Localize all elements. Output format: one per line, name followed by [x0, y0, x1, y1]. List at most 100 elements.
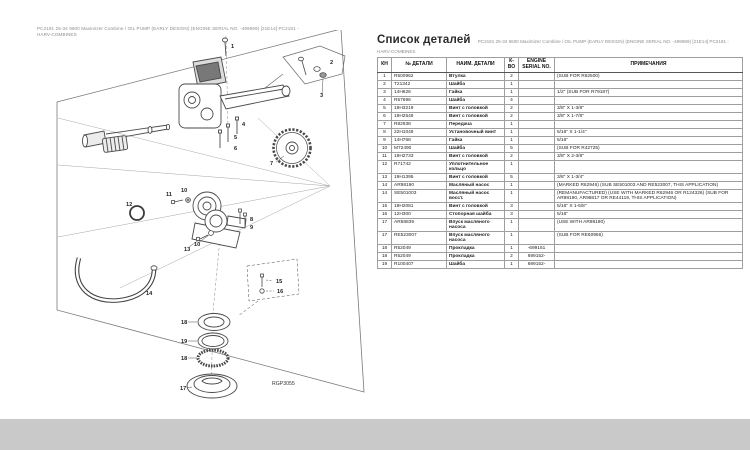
cell-notes: (SUB FOR RE60956): [554, 230, 743, 245]
left-page-header: PC2181 25-34 9600 Maximizer Combine / OI…: [37, 26, 367, 38]
cell-kn: 16: [377, 209, 392, 219]
cell-serial: [518, 201, 555, 211]
parts-list-title: Список деталей: [377, 34, 471, 46]
cell-serial: [518, 188, 555, 203]
callout-8: 8: [250, 217, 253, 223]
callout-18: 18: [181, 356, 187, 362]
cell-name: Винт с головкой: [446, 201, 505, 211]
cell-notes: (SUB FOR R62500): [554, 71, 743, 81]
cell-notes: [554, 79, 743, 89]
cell-serial: [518, 119, 555, 129]
cell-kn: 14: [377, 180, 392, 190]
col-part-no: № ДЕТАЛИ: [391, 57, 447, 73]
cell-kn: 2: [377, 79, 392, 89]
cell-name: Масляный насос: [446, 180, 505, 190]
cell-name: Гайка: [446, 135, 505, 145]
cell-qty: 1: [504, 119, 519, 129]
cell-qty: 1: [504, 230, 519, 245]
cell-kn: 14: [377, 188, 392, 203]
cell-serial: [518, 79, 555, 89]
callout-17: 17: [180, 386, 186, 392]
cell-notes: (MARKED R62946) (SUB SE501003 AND RE5230…: [554, 180, 743, 190]
cell-qty: 5: [504, 143, 519, 153]
cell-notes: [554, 243, 743, 253]
col-qty: К-ВО: [504, 57, 519, 73]
cell-part: SE501003: [391, 188, 447, 203]
callout-16: 16: [277, 289, 283, 295]
cell-qty: 1: [504, 127, 519, 137]
cell-serial: [518, 127, 555, 137]
cell-qty: 5: [504, 172, 519, 182]
cell-notes: 3/8" X 2-3/8": [554, 151, 743, 161]
cell-part: 19H2733: [391, 151, 447, 161]
fasteners-10-11: [171, 197, 191, 204]
cell-name: Впуск масляного насоса: [446, 217, 505, 232]
cell-qty: 1: [504, 135, 519, 145]
cell-qty: 1: [504, 180, 519, 190]
cell-qty: 2: [504, 111, 519, 121]
cell-notes: [554, 251, 743, 261]
cell-part: R52049: [391, 251, 447, 261]
cell-qty: 1: [504, 159, 519, 174]
cell-serial: [518, 217, 555, 232]
exploded-diagram: RGP3055 12345678910111213101415161819181…: [56, 30, 365, 399]
cell-notes: 5/16": [554, 135, 743, 145]
cell-part: AR58839: [391, 217, 447, 232]
cell-part: 19H2081: [391, 201, 447, 211]
parts-table: КН № ДЕТАЛИ НАИМ. ДЕТАЛИ К-ВО ENGINE SER…: [377, 57, 743, 269]
callout-6: 6: [234, 146, 237, 152]
cell-notes: 3/8" X 1-3/4": [554, 172, 743, 182]
callout-10: 10: [194, 242, 200, 248]
cell-qty: 2: [504, 71, 519, 81]
cell-serial: [518, 71, 555, 81]
cell-kn: 15: [377, 201, 392, 211]
drive-gear: [272, 128, 312, 168]
figure-id: RGP3055: [272, 381, 295, 387]
cell-name: Втулка: [446, 71, 505, 81]
cell-kn: 8: [377, 127, 392, 137]
cell-kn: 19: [377, 259, 392, 269]
cell-qty: 1: [504, 259, 519, 269]
cell-notes: 1/2" (SUB FOR R79187): [554, 87, 743, 97]
catalog-page: PC2181 25-34 9600 Maximizer Combine / OI…: [0, 0, 750, 419]
cell-name: Стопорная шайба: [446, 209, 505, 219]
cell-name: Шайба: [446, 79, 505, 89]
cell-kn: 9: [377, 135, 392, 145]
o-ring: [129, 205, 145, 221]
cell-qty: 1: [504, 243, 519, 253]
callout-13: 13: [184, 247, 190, 253]
cell-qty: 1: [504, 217, 519, 232]
cell-qty: 2: [504, 151, 519, 161]
screws-8-9: [238, 208, 247, 228]
diagram-frame: [56, 30, 365, 393]
cell-part: R57696: [391, 95, 447, 105]
cell-part: R500962: [391, 71, 447, 81]
cell-name: Уплотнительное кольцо: [446, 159, 505, 174]
callout-7: 7: [270, 161, 273, 167]
cell-notes: 3/8" X 1-3/8": [554, 103, 743, 113]
cell-serial: [518, 230, 555, 245]
cell-serial: [518, 135, 555, 145]
cell-name: Винт с головкой: [446, 103, 505, 113]
cell-notes: 5/16" X 1-5/8": [554, 201, 743, 211]
cell-name: Масляный насос восст.: [446, 188, 505, 203]
cell-name: Винт с головкой: [446, 151, 505, 161]
cell-notes: (REMANUFACTURED) (USE WITH MARKED R62946…: [554, 188, 743, 203]
cell-serial: [518, 87, 555, 97]
callout-15: 15: [276, 279, 282, 285]
cell-notes: [554, 159, 743, 174]
